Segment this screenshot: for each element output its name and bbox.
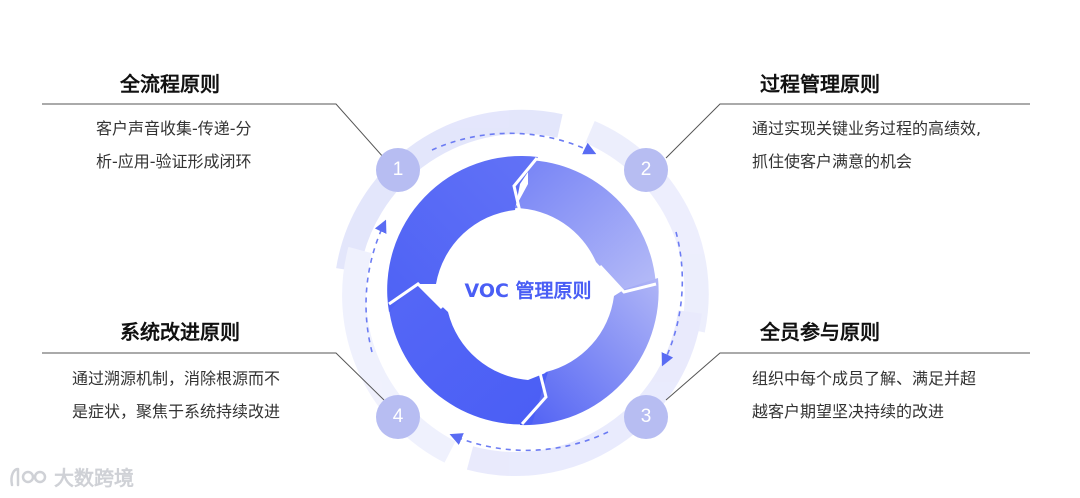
principle-2-line-1: 通过实现关键业务过程的高绩效, <box>752 119 982 138</box>
principle-3-title: 全员参与原则 <box>760 320 880 344</box>
leader-line-4 <box>42 352 385 401</box>
principle-4-title: 系统改进原则 <box>120 320 240 344</box>
ring-segment-bottom-left <box>388 282 548 425</box>
arrow-1-to-2 <box>431 132 597 155</box>
outer-arc-left <box>342 246 456 463</box>
principle-1-title: 全流程原则 <box>120 72 220 96</box>
voc-ring <box>387 155 659 426</box>
step-badge-4: 4 <box>376 395 420 439</box>
callout-lines <box>42 103 1030 401</box>
ring-segment-top-left <box>387 155 538 312</box>
outer-arc-right <box>585 120 709 333</box>
outer-arc-bottom <box>466 310 702 476</box>
principle-1-line-1: 客户声音收集-传递-分 <box>96 119 252 138</box>
ring-divider-top <box>512 157 539 213</box>
principle-1-line-2: 析-应用-验证形成闭环 <box>96 152 252 171</box>
ring-segment-top-right <box>515 160 656 291</box>
ring-segment-bottom-right <box>520 278 659 426</box>
ring-divider-bottom <box>520 372 548 425</box>
step-badge-3: 3 <box>624 395 668 439</box>
leader-line-3 <box>665 352 1030 401</box>
leader-line-1 <box>42 103 385 159</box>
watermark-text: 大数跨境 <box>54 466 134 490</box>
outer-ring-decoration <box>336 109 709 476</box>
principle-4-line-1: 通过溯源机制，消除根源而不 <box>72 369 281 388</box>
leader-line-2 <box>665 103 1030 159</box>
principle-1-description: 客户声音收集-传递-分 析-应用-验证形成闭环 <box>96 112 252 178</box>
principle-2-line-2: 抓住使客户满意的机会 <box>752 152 913 171</box>
principle-2-description: 通过实现关键业务过程的高绩效, 抓住使客户满意的机会 <box>752 112 981 178</box>
principle-2-title: 过程管理原则 <box>760 72 880 96</box>
ring-divider-right <box>598 264 657 294</box>
principle-3-description: 组织中每个成员了解、满足并超 越客户期望坚决持续的改进 <box>752 362 976 428</box>
ring-divider-left <box>388 282 444 310</box>
center-label: VOC 管理原则 <box>464 280 592 302</box>
arrow-4-to-1 <box>365 219 387 353</box>
outer-arc-top <box>336 109 563 272</box>
logo-icon <box>10 467 47 486</box>
watermark: 大数跨境 <box>8 462 134 491</box>
cycle-arrows <box>365 132 684 452</box>
principle-3-line-2: 越客户期望坚决持续的改进 <box>752 402 945 421</box>
principle-4-line-2: 是症状，聚焦于系统持续改进 <box>72 402 281 421</box>
step-badge-1: 1 <box>376 148 420 192</box>
principle-4-description: 通过溯源机制，消除根源而不 是症状，聚焦于系统持续改进 <box>72 362 280 428</box>
principle-3-line-1: 组织中每个成员了解、满足并超 <box>752 369 977 388</box>
arrow-2-to-3 <box>661 231 684 367</box>
step-badge-2: 2 <box>624 148 668 192</box>
